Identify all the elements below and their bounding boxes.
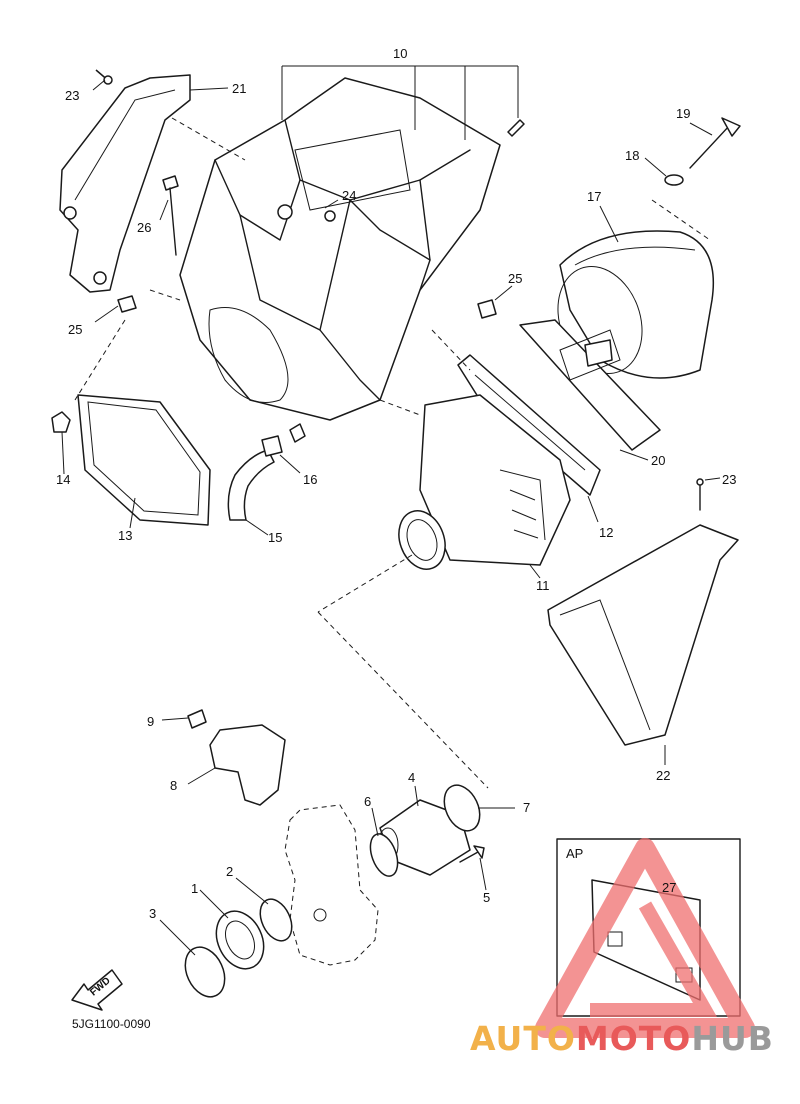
air-box-cover-12 bbox=[457, 354, 601, 496]
watermark-hub: HUB bbox=[691, 1019, 774, 1058]
callout-17: 17 bbox=[587, 189, 601, 204]
bracket-part-22 bbox=[59, 69, 191, 293]
watermark-logo bbox=[535, 838, 755, 1038]
watermark-auto: AUTO bbox=[470, 1019, 576, 1058]
air-box-part bbox=[179, 77, 501, 443]
clamp-part-3 bbox=[184, 946, 226, 998]
callout-11: 11 bbox=[536, 578, 550, 593]
callout-4: 4 bbox=[408, 770, 415, 785]
callout-13: 13 bbox=[118, 528, 132, 543]
watermark-text: AUTOMOTOHUB bbox=[470, 1019, 774, 1058]
callout-9: 9 bbox=[147, 714, 154, 729]
clamp-part-7 bbox=[443, 784, 481, 832]
gasket-part-13 bbox=[77, 394, 211, 526]
clamp-part-2 bbox=[259, 898, 293, 942]
nut-part-14 bbox=[51, 411, 71, 433]
callout-22: 21 bbox=[232, 81, 246, 96]
callout-23-top: 23 bbox=[65, 88, 79, 103]
callout-19: 19 bbox=[676, 106, 690, 121]
callout-25-left: 25 bbox=[68, 322, 82, 337]
callout-18: 18 bbox=[625, 148, 639, 163]
callout-12: 12 bbox=[599, 525, 613, 540]
bolt-part-5 bbox=[459, 845, 485, 863]
bolt-part-19 bbox=[664, 117, 741, 186]
callout-5: 5 bbox=[483, 890, 490, 905]
hose-part-15 bbox=[227, 435, 283, 521]
callout-10: 10 bbox=[393, 46, 407, 61]
callout-16: 16 bbox=[303, 472, 317, 487]
leader-lines bbox=[61, 65, 721, 956]
alignment-dashes bbox=[74, 117, 711, 789]
callout-20: 20 bbox=[651, 453, 665, 468]
callout-1: 1 bbox=[191, 881, 198, 896]
joint-part-1 bbox=[215, 910, 265, 970]
carburetor-outline bbox=[284, 804, 379, 966]
callout-7: 7 bbox=[523, 800, 530, 815]
inset-label: AP bbox=[566, 846, 583, 861]
callout-3: 3 bbox=[149, 906, 156, 921]
callout-14: 14 bbox=[56, 472, 70, 487]
callout-24: 24 bbox=[342, 188, 356, 203]
callout-8: 8 bbox=[170, 778, 177, 793]
callout-15: 15 bbox=[268, 530, 282, 545]
callout-2: 2 bbox=[226, 864, 233, 879]
o-ring-part-6 bbox=[369, 833, 399, 877]
callout-23-right: 23 bbox=[722, 472, 736, 487]
side-cover-21 bbox=[547, 478, 739, 746]
callout-27: 27 bbox=[662, 880, 676, 895]
air-box-joint-11 bbox=[398, 394, 571, 570]
callout-25-right: 25 bbox=[508, 271, 522, 286]
diagram-code: 5JG1100-0090 bbox=[72, 1017, 151, 1031]
callout-21: 22 bbox=[656, 768, 670, 783]
callout-labels: 10 23 21 24 26 25 25 17 18 19 20 12 13 1… bbox=[56, 46, 736, 921]
fwd-arrow-icon: FWD bbox=[71, 969, 123, 1011]
callout-6: 6 bbox=[364, 794, 371, 809]
callout-26: 26 bbox=[137, 220, 151, 235]
element-holder-20 bbox=[519, 319, 661, 451]
small-fasteners bbox=[117, 119, 525, 319]
bracket-part-8 bbox=[187, 709, 286, 806]
watermark-moto: MOTO bbox=[576, 1019, 691, 1058]
